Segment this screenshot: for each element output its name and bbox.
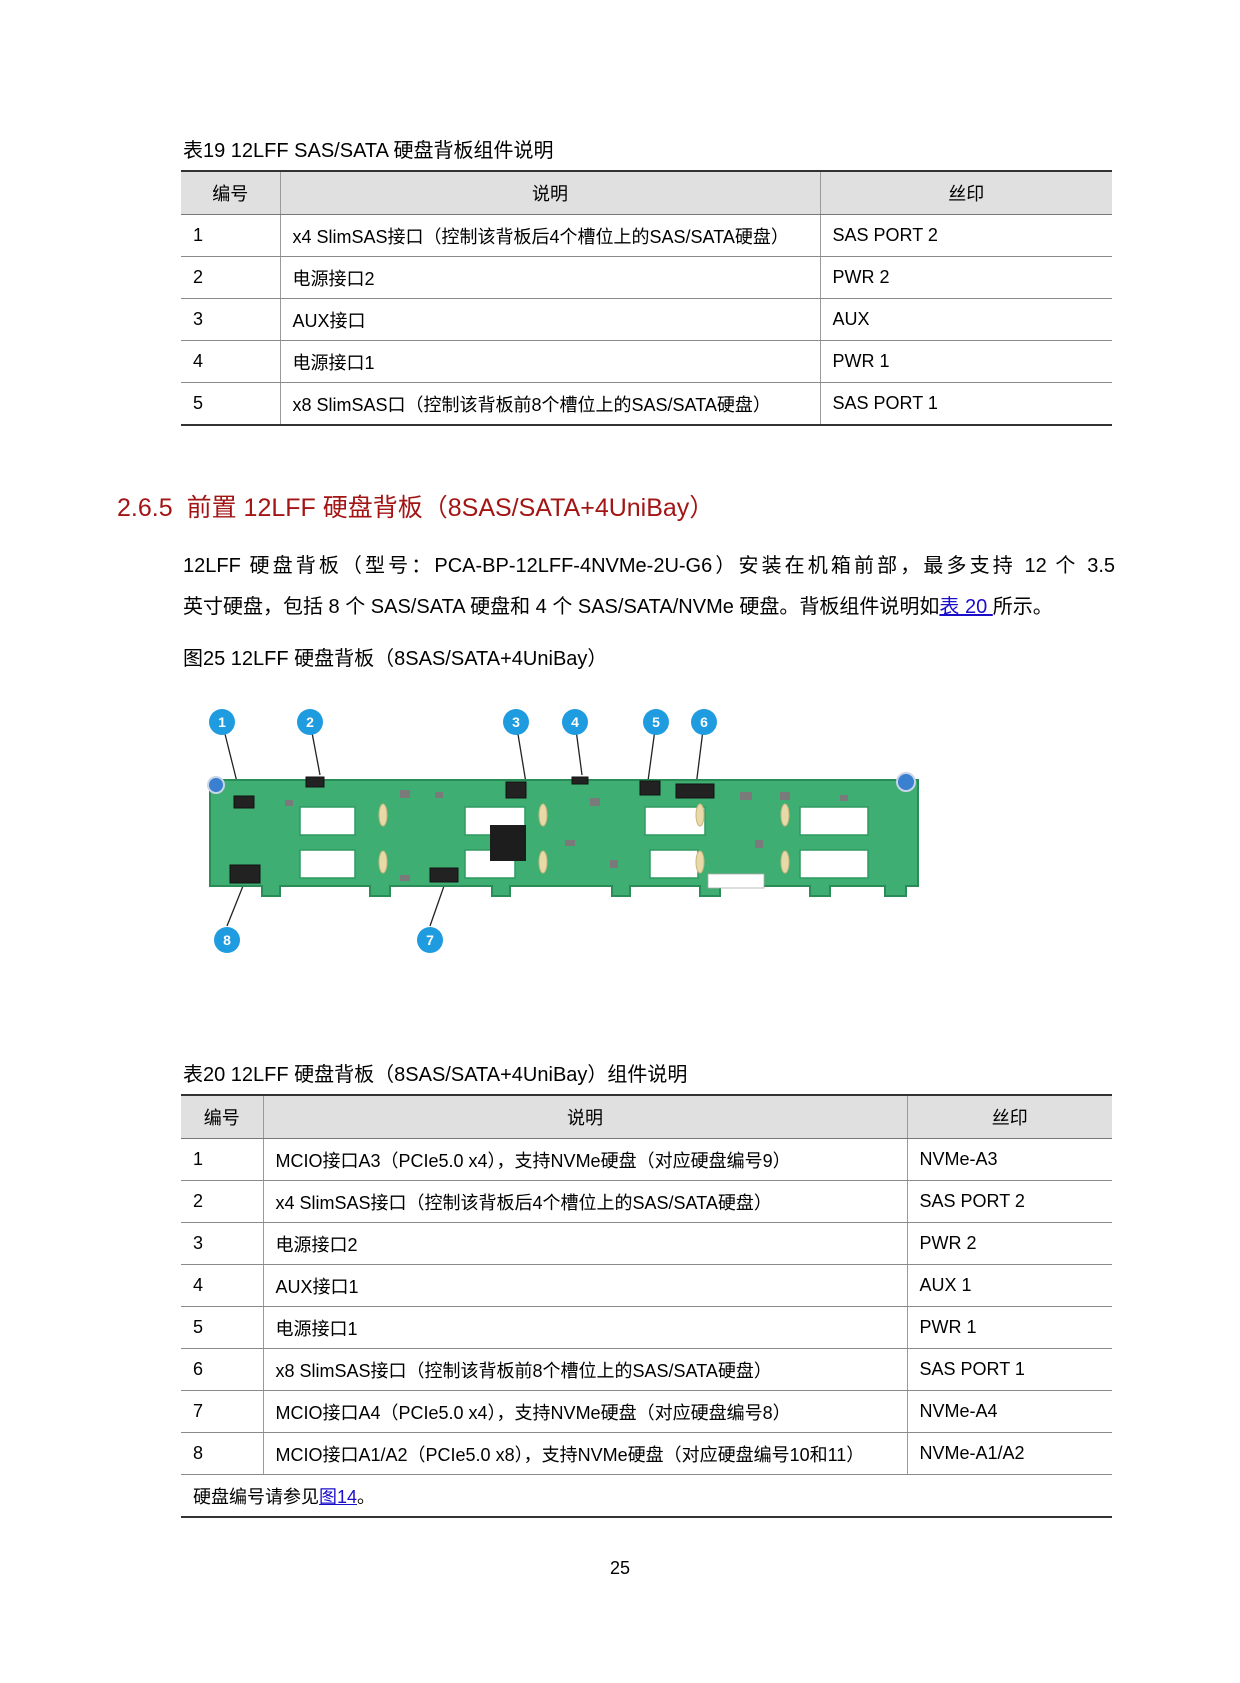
row-silkscreen: AUX 1 <box>906 1264 1112 1307</box>
table20-caption: 表20 12LFF 硬盘背板（8SAS/SATA+4UniBay）组件说明 <box>183 1064 688 1086</box>
callout-8: 8 <box>214 927 240 953</box>
row-number: 4 <box>181 1264 263 1307</box>
row-number: 5 <box>181 382 280 426</box>
table19-header-description: 说明 <box>279 170 820 215</box>
callout-6: 6 <box>691 709 717 735</box>
callout-3: 3 <box>503 709 529 735</box>
table19-caption: 表19 12LFF SAS/SATA 硬盘背板组件说明 <box>183 140 554 162</box>
table-row: 5 电源接口1 PWR 1 <box>181 1306 1112 1349</box>
table-note: 硬盘编号请参见图14。 <box>181 1474 1112 1518</box>
row-silkscreen: SAS PORT 1 <box>819 382 1112 426</box>
row-description: 电源接口2 <box>279 256 820 299</box>
callout-7: 7 <box>417 927 443 953</box>
table-row: 5 x8 SlimSAS口（控制该背板前8个槽位上的SAS/SATA硬盘） SA… <box>181 382 1112 426</box>
callout-4: 4 <box>562 709 588 735</box>
svg-text:5: 5 <box>652 714 660 730</box>
row-silkscreen: PWR 1 <box>819 340 1112 383</box>
table20-header-description: 说明 <box>262 1094 907 1139</box>
paragraph-line-2: 英寸硬盘，包括 8 个 SAS/SATA 硬盘和 4 个 SAS/SATA/NV… <box>183 587 1115 628</box>
table-row: 4 AUX接口1 AUX 1 <box>181 1264 1112 1307</box>
intro-paragraph: 12LFF 硬盘背板（型号：PCA-BP-12LFF-4NVMe-2U-G6）安… <box>183 546 1115 628</box>
row-number: 3 <box>181 1222 263 1265</box>
table-row: 2 x4 SlimSAS接口（控制该背板后4个槽位上的SAS/SATA硬盘） S… <box>181 1180 1112 1223</box>
table20-link[interactable]: 表 20 <box>939 596 993 618</box>
svg-text:1: 1 <box>218 714 226 730</box>
row-number: 7 <box>181 1390 263 1433</box>
svg-text:3: 3 <box>512 714 520 730</box>
row-description: x4 SlimSAS接口（控制该背板后4个槽位上的SAS/SATA硬盘） <box>262 1180 907 1223</box>
row-silkscreen: NVMe-A3 <box>906 1138 1112 1181</box>
table-row: 1 MCIO接口A3（PCIe5.0 x4），支持NVMe硬盘（对应硬盘编号9）… <box>181 1138 1112 1181</box>
row-description: AUX接口1 <box>262 1264 907 1307</box>
row-number: 4 <box>181 340 280 383</box>
table20: 编号 说明 丝印 1 MCIO接口A3（PCIe5.0 x4），支持NVMe硬盘… <box>181 1094 1112 1518</box>
row-description: x8 SlimSAS口（控制该背板前8个槽位上的SAS/SATA硬盘） <box>279 382 820 426</box>
row-silkscreen: PWR 2 <box>819 256 1112 299</box>
svg-text:6: 6 <box>700 714 708 730</box>
table-row: 3 AUX接口 AUX <box>181 298 1112 341</box>
row-description: MCIO接口A3（PCIe5.0 x4），支持NVMe硬盘（对应硬盘编号9） <box>262 1138 907 1181</box>
table-row: 4 电源接口1 PWR 1 <box>181 340 1112 383</box>
table19-header-row: 编号 说明 丝印 <box>181 170 1112 215</box>
row-silkscreen: PWR 1 <box>906 1306 1112 1349</box>
section-number: 2.6.5 <box>117 494 173 522</box>
table19-header-silkscreen: 丝印 <box>819 170 1112 215</box>
note-text: 硬盘编号请参见 <box>193 1486 319 1507</box>
table-row: 6 x8 SlimSAS接口（控制该背板前8个槽位上的SAS/SATA硬盘） S… <box>181 1348 1112 1391</box>
row-description: x4 SlimSAS接口（控制该背板后4个槽位上的SAS/SATA硬盘） <box>279 214 820 257</box>
table-note-row: 硬盘编号请参见图14。 <box>181 1474 1112 1518</box>
svg-text:2: 2 <box>306 714 314 730</box>
svg-text:7: 7 <box>426 932 434 948</box>
callout-1: 1 <box>209 709 235 735</box>
table19-header-number: 编号 <box>181 170 280 215</box>
section-heading: 2.6.5 前置 12LFF 硬盘背板（8SAS/SATA+4UniBay） <box>117 488 714 524</box>
row-silkscreen: NVMe-A1/A2 <box>906 1432 1112 1475</box>
row-number: 6 <box>181 1348 263 1391</box>
callout-2: 2 <box>297 709 323 735</box>
backplane-figure: 1 2 3 4 5 6 7 8 <box>207 709 919 953</box>
figure25-caption: 图25 12LFF 硬盘背板（8SAS/SATA+4UniBay） <box>183 648 608 670</box>
row-silkscreen: NVMe-A4 <box>906 1390 1112 1433</box>
row-number: 8 <box>181 1432 263 1475</box>
row-silkscreen: SAS PORT 2 <box>819 214 1112 257</box>
row-silkscreen: PWR 2 <box>906 1222 1112 1265</box>
row-number: 5 <box>181 1306 263 1349</box>
table20-header-number: 编号 <box>181 1094 263 1139</box>
callout-5: 5 <box>643 709 669 735</box>
row-description: 电源接口1 <box>279 340 820 383</box>
table-row: 1 x4 SlimSAS接口（控制该背板后4个槽位上的SAS/SATA硬盘） S… <box>181 214 1112 257</box>
svg-text:8: 8 <box>223 932 231 948</box>
row-silkscreen: SAS PORT 1 <box>906 1348 1112 1391</box>
table-row: 3 电源接口2 PWR 2 <box>181 1222 1112 1265</box>
row-number: 3 <box>181 298 280 341</box>
table-row: 2 电源接口2 PWR 2 <box>181 256 1112 299</box>
row-description: AUX接口 <box>279 298 820 341</box>
row-description: 电源接口2 <box>262 1222 907 1265</box>
table20-header-silkscreen: 丝印 <box>906 1094 1112 1139</box>
table20-header-row: 编号 说明 丝印 <box>181 1094 1112 1139</box>
row-description: MCIO接口A1/A2（PCIe5.0 x8），支持NVMe硬盘（对应硬盘编号1… <box>262 1432 907 1475</box>
row-silkscreen: AUX <box>819 298 1112 341</box>
paragraph-text: 英寸硬盘，包括 8 个 SAS/SATA 硬盘和 4 个 SAS/SATA/NV… <box>183 596 940 618</box>
row-number: 2 <box>181 256 280 299</box>
section-title: 前置 12LFF 硬盘背板（8SAS/SATA+4UniBay） <box>186 494 715 522</box>
svg-text:4: 4 <box>571 714 579 730</box>
row-number: 1 <box>181 1138 263 1181</box>
table-row: 8 MCIO接口A1/A2（PCIe5.0 x8），支持NVMe硬盘（对应硬盘编… <box>181 1432 1112 1475</box>
row-description: x8 SlimSAS接口（控制该背板前8个槽位上的SAS/SATA硬盘） <box>262 1348 907 1391</box>
row-description: 电源接口1 <box>262 1306 907 1349</box>
paragraph-line-1: 12LFF 硬盘背板（型号：PCA-BP-12LFF-4NVMe-2U-G6）安… <box>183 555 1115 577</box>
paragraph-text-end: 所示。 <box>992 596 1053 618</box>
table-row: 7 MCIO接口A4（PCIe5.0 x4），支持NVMe硬盘（对应硬盘编号8）… <box>181 1390 1112 1433</box>
row-number: 2 <box>181 1180 263 1223</box>
figure14-link[interactable]: 图14 <box>319 1486 358 1507</box>
row-description: MCIO接口A4（PCIe5.0 x4），支持NVMe硬盘（对应硬盘编号8） <box>262 1390 907 1433</box>
table19: 编号 说明 丝印 1 x4 SlimSAS接口（控制该背板后4个槽位上的SAS/… <box>181 170 1112 426</box>
note-text-end: 。 <box>357 1486 376 1507</box>
row-silkscreen: SAS PORT 2 <box>906 1180 1112 1223</box>
page-number: 25 <box>609 1558 631 1578</box>
row-number: 1 <box>181 214 280 257</box>
